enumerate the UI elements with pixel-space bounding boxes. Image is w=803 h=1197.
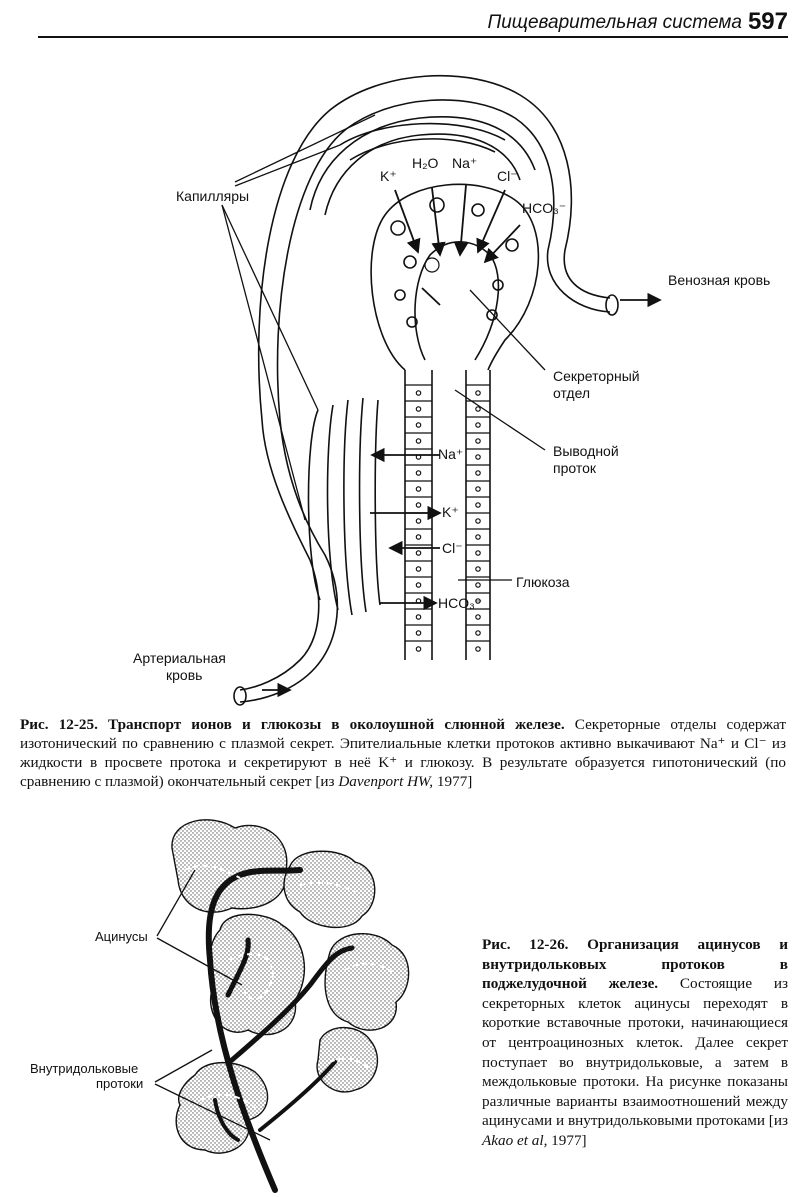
page-number: 597 <box>747 8 788 35</box>
figure2-text: Состоящие из секреторных клеток ацинусы … <box>482 975 788 1130</box>
transport-arrows <box>262 184 662 698</box>
ion-na-duct: Na⁺ <box>438 446 464 462</box>
label-secretory-2: отдел <box>553 385 591 401</box>
section-title: Пищеварительная система <box>487 12 742 33</box>
label-intralobular-1: Внутридольковые <box>30 1061 139 1076</box>
ion-k-duct: K⁺ <box>442 504 459 520</box>
figure2-caption: Рис. 12-26. Организация ацинусов и внутр… <box>482 935 788 1151</box>
acinus-cells <box>370 183 540 371</box>
ion-hco3-top: HCO₃⁻ <box>522 200 567 216</box>
label-arterial-1: Артериальная <box>133 650 226 666</box>
figure2-number: Рис. 12-26. <box>482 936 569 953</box>
label-venous-blood: Венозная кровь <box>668 272 771 288</box>
label-capillaries: Капилляры <box>176 188 250 204</box>
label-glucose: Глюкоза <box>516 574 570 590</box>
ion-cl-duct: Cl⁻ <box>442 540 463 556</box>
duct-cells <box>405 384 490 652</box>
acini-lobules <box>171 819 410 1154</box>
figure2-diagram <box>154 819 410 1193</box>
ion-cl-top: Cl⁻ <box>497 168 518 184</box>
figure1-title: Транспорт ионов и глюкозы в околоушной с… <box>108 716 565 733</box>
ion-na-top: Na⁺ <box>452 155 478 171</box>
label-acini: Ацинусы <box>95 929 148 944</box>
intercalated-ducts <box>184 864 396 1109</box>
figure1-caption: Рис. 12-25. Транспорт ионов и глюкозы в … <box>20 715 786 791</box>
label-arterial-2: кровь <box>166 667 203 683</box>
capillary-loops <box>233 75 619 706</box>
figure1-ref-author: Davenport HW, <box>338 773 434 790</box>
figure1-ref-year: 1977] <box>436 773 473 790</box>
ion-hco3-duct: HCO₃⁻ <box>438 595 483 611</box>
label-intralobular-2: протоки <box>96 1076 144 1091</box>
figure2-pointers <box>154 869 271 1141</box>
ion-h2o: H₂O <box>412 155 439 171</box>
figure1-text: Секреторные отделы содержат изотонически… <box>20 716 786 790</box>
figure2-ref-author: Akao et al, <box>482 1131 548 1149</box>
ion-k-top: K⁺ <box>380 168 397 184</box>
page-header: Пищеварительная система 597 <box>38 8 788 38</box>
label-pointers <box>221 114 546 581</box>
figure1-diagram <box>233 75 619 706</box>
figure2-ref-year: 1977] <box>551 1131 587 1149</box>
label-duct-2: проток <box>553 460 597 476</box>
figure2-title: Организация ацинусов и внутридольковых п… <box>482 936 789 993</box>
duct-network <box>205 867 355 1193</box>
label-duct-1: Выводной <box>553 443 619 459</box>
label-secretory-1: Секреторный <box>553 368 640 384</box>
figure1-number: Рис. 12-25. <box>20 716 98 733</box>
